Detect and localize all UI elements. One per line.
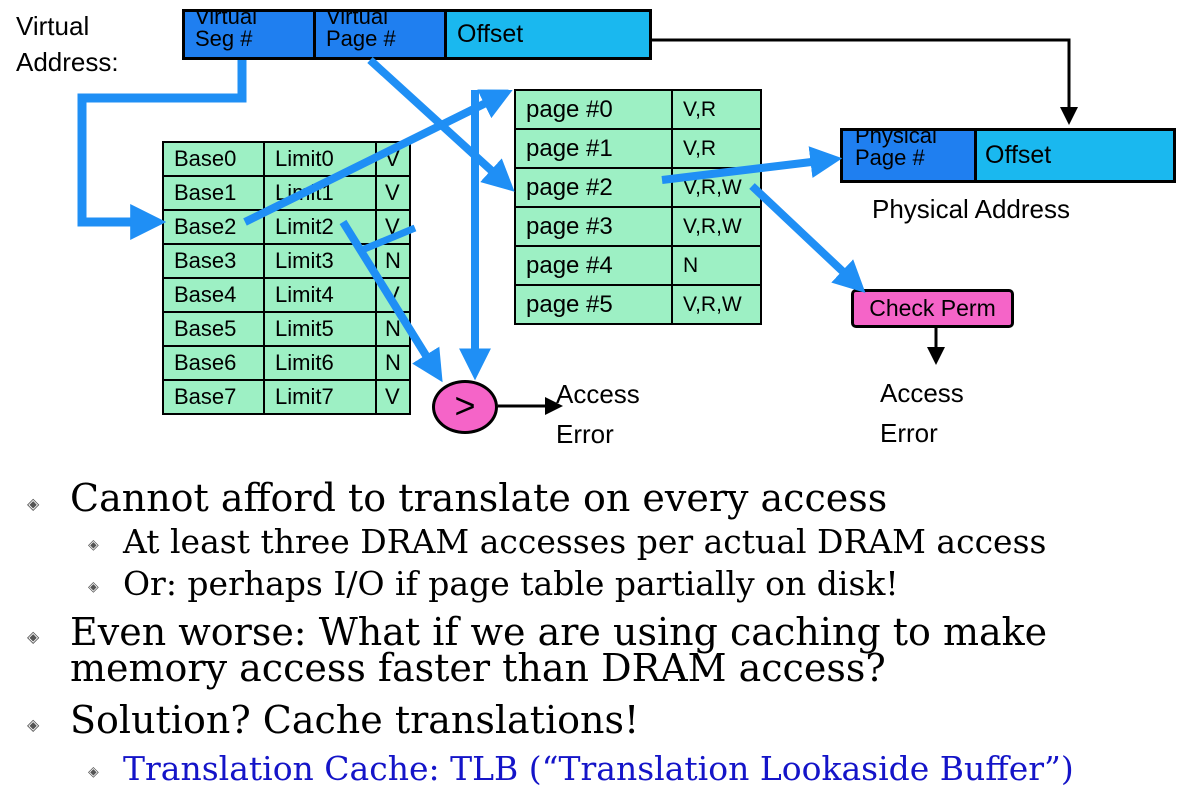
access-error-1-line2: Error xyxy=(556,419,614,449)
access-error-segment: Access Error xyxy=(556,374,640,454)
segment-base-cell: Base5 xyxy=(162,311,265,347)
arrow-seg-to-base2 xyxy=(77,60,247,240)
arrow-limit-to-compare xyxy=(339,219,443,383)
virtual-address-label-line1: Virtual xyxy=(16,11,90,41)
bullet-1b: Or: perhaps I/O if page table partially … xyxy=(123,564,899,603)
virtual-page-line2: Page # xyxy=(326,26,396,51)
diamond-bullet-icon: ◈ xyxy=(27,494,40,513)
virtual-page-field: Virtual Page # xyxy=(316,12,447,57)
bullet-2-line1: Even worse: What if we are using caching… xyxy=(70,610,1048,654)
virtual-seg-line2: Seg # xyxy=(195,26,253,51)
physical-address-label: Physical Address xyxy=(872,194,1070,224)
segment-base-cell: Base0 xyxy=(162,141,265,177)
segment-limit-cell: Limit0 xyxy=(263,141,377,177)
segment-limit-cell: Limit7 xyxy=(263,379,377,415)
access-error-2-line2: Error xyxy=(880,418,938,448)
physical-address-box: Physical Page # Offset xyxy=(840,128,1176,183)
virtual-offset-field: Offset xyxy=(447,12,649,57)
virtual-address-label: Virtual Address: xyxy=(16,8,119,80)
virtual-address-label-line2: Address: xyxy=(16,47,119,77)
comparator-circle: > xyxy=(432,380,498,434)
access-error-permission: Access Error xyxy=(880,373,964,453)
physical-page-field: Physical Page # xyxy=(843,131,977,180)
page-number-cell: page #3 xyxy=(514,206,673,247)
segment-base-cell: Base2 xyxy=(162,209,265,245)
segment-limit-cell: Limit3 xyxy=(263,243,377,279)
segment-base-cell: Base7 xyxy=(162,379,265,415)
bullet-1: Cannot afford to translate on every acce… xyxy=(70,476,888,520)
segment-base-cell: Base1 xyxy=(162,175,265,211)
page-perm-cell: V,R xyxy=(671,128,762,169)
virtual-seg-field: Virtual Seg # xyxy=(185,12,316,57)
segment-flag-cell: V xyxy=(375,379,411,415)
arrow-limit-branch xyxy=(360,224,417,254)
page-perm-cell: V,R,W xyxy=(671,284,762,325)
bullet-1a: At least three DRAM accesses per actual … xyxy=(123,522,1047,561)
virtual-seg-line1: Virtual xyxy=(195,12,257,29)
segment-limit-cell: Limit4 xyxy=(263,277,377,313)
page-perm-cell: V,R xyxy=(671,89,762,130)
virtual-page-line1: Virtual xyxy=(326,12,388,29)
diamond-bullet-icon: ◈ xyxy=(88,579,99,595)
page-number-cell: page #1 xyxy=(514,128,673,169)
arrow-perm-to-check xyxy=(749,183,866,293)
segment-flag-cell: N xyxy=(375,345,411,381)
page-number-cell: page #5 xyxy=(514,284,673,325)
virtual-address-box: Virtual Seg # Virtual Page # Offset xyxy=(182,9,652,60)
page-number-cell: page #2 xyxy=(514,167,673,208)
physical-page-line1: Physical xyxy=(855,131,937,148)
access-error-2-line1: Access xyxy=(880,378,964,408)
segment-flag-cell: N xyxy=(375,243,411,279)
arrow-base2-to-pagetable xyxy=(243,89,513,226)
segment-base-cell: Base4 xyxy=(162,277,265,313)
arrow-page2-to-physical xyxy=(661,146,843,184)
arrow-offset-to-physical xyxy=(652,38,1078,125)
page-perm-cell: V,R,W xyxy=(671,206,762,247)
page-perm-cell: N xyxy=(671,245,762,286)
access-error-1-line1: Access xyxy=(556,379,640,409)
diamond-bullet-icon: ◈ xyxy=(27,627,40,646)
page-number-cell: page #4 xyxy=(514,245,673,286)
physical-offset-field: Offset xyxy=(977,131,1173,180)
segment-flag-cell: V xyxy=(375,175,411,211)
segment-limit-cell: Limit6 xyxy=(263,345,377,381)
diamond-bullet-icon: ◈ xyxy=(88,537,99,553)
bullet-3: Solution? Cache translations! xyxy=(70,698,640,742)
diamond-bullet-icon: ◈ xyxy=(88,764,99,780)
arrow-vpage-to-page2 xyxy=(367,57,515,192)
physical-page-line2: Page # xyxy=(855,145,925,170)
segment-base-cell: Base6 xyxy=(162,345,265,381)
check-perm-box: Check Perm xyxy=(851,289,1014,328)
translation-arrows xyxy=(77,38,1078,415)
bullet-2-line2: memory access faster than DRAM access? xyxy=(70,646,886,690)
segment-table: Base0Limit0VBase1Limit1VBase2Limit2VBase… xyxy=(162,141,411,415)
page-number-cell: page #0 xyxy=(514,89,673,130)
segment-base-cell: Base3 xyxy=(162,243,265,279)
segment-limit-cell: Limit5 xyxy=(263,311,377,347)
bullet-3a: Translation Cache: TLB (“Translation Loo… xyxy=(123,749,1074,788)
diamond-bullet-icon: ◈ xyxy=(27,715,40,734)
